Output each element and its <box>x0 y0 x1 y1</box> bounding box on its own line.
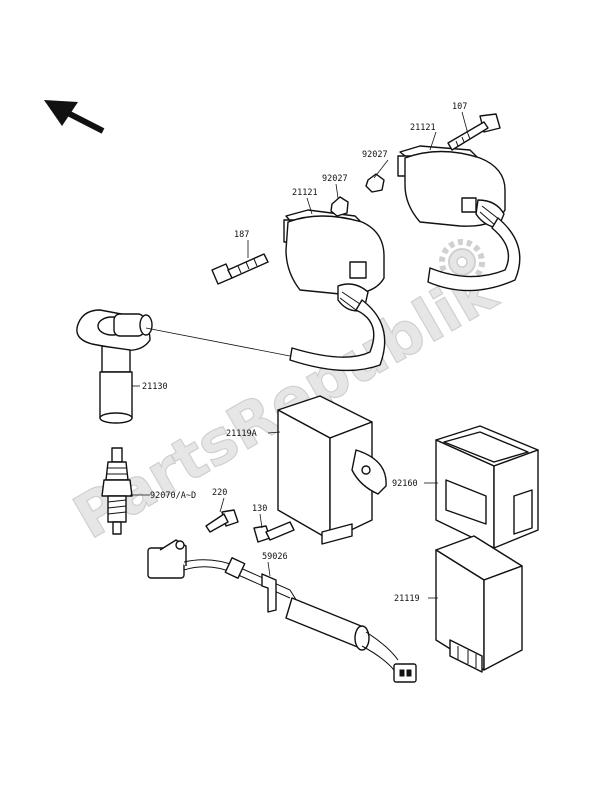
leader-lines <box>130 111 469 599</box>
label-case: 92160 <box>392 479 418 489</box>
label-coil-right: 21121 <box>410 123 436 133</box>
ignition-coil-left[interactable] <box>283 209 386 372</box>
igniter-21119[interactable] <box>435 535 523 673</box>
bolt-107[interactable] <box>447 113 501 151</box>
screw-220[interactable] <box>205 509 239 533</box>
label-igniter-a: 21119A <box>226 429 257 439</box>
label-screw-220: 220 <box>212 488 227 498</box>
label-screw-130: 130 <box>252 504 267 514</box>
label-bolt-187: 187 <box>234 230 249 240</box>
label-spark-plug: 92070/A~D <box>150 491 196 501</box>
direction-arrow-icon <box>44 100 105 134</box>
cap-92027-right[interactable] <box>365 173 385 193</box>
label-cap-left: 92027 <box>322 174 348 184</box>
spark-plug-cap[interactable] <box>76 309 153 424</box>
screw-130[interactable] <box>253 521 295 543</box>
label-cap-right: 92027 <box>362 150 388 160</box>
part-labels: 107 21121 92027 92027 21121 187 21130 21… <box>142 102 467 604</box>
spark-plug[interactable] <box>101 447 133 535</box>
label-plug-cap: 21130 <box>142 382 168 392</box>
sensor-harness[interactable] <box>147 539 417 683</box>
ignition-coil-right[interactable] <box>397 145 521 292</box>
case-92160[interactable] <box>435 425 539 549</box>
label-igniter: 21119 <box>394 594 420 604</box>
cap-92027-left[interactable] <box>330 196 349 217</box>
label-coil-left: 21121 <box>292 188 318 198</box>
igniter-21119a[interactable] <box>277 395 387 545</box>
bolt-187[interactable] <box>211 253 269 285</box>
label-clamp: 59026 <box>262 552 288 562</box>
label-bolt-107: 107 <box>452 102 467 112</box>
